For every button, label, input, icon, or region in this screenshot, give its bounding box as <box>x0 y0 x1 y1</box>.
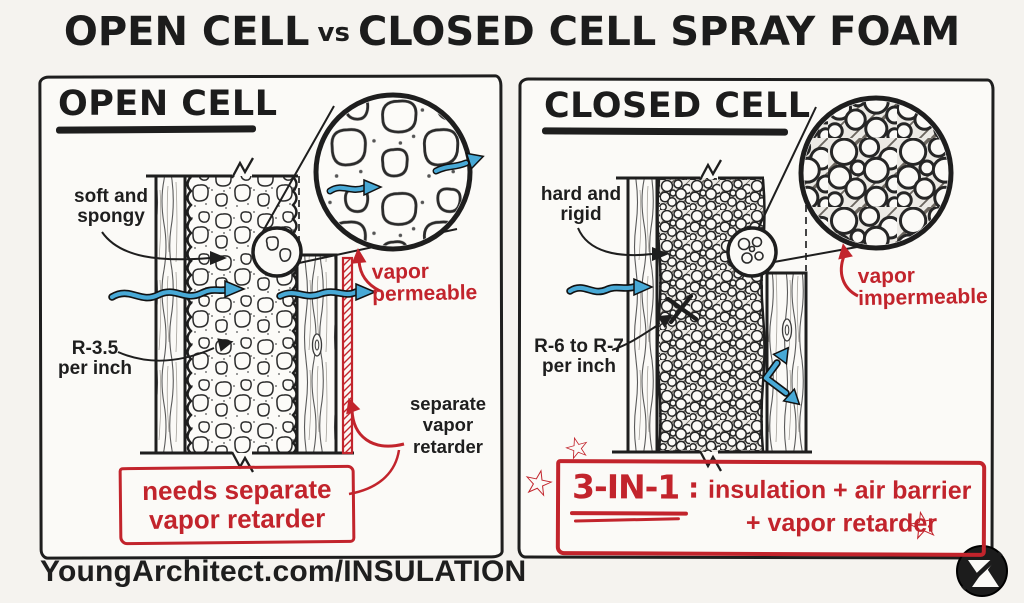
label-arrows-left <box>101 231 234 362</box>
r-value-label-left: R-3.5 per inch <box>58 338 132 380</box>
vapor-retarder-layer <box>341 256 354 455</box>
open-cell-wall <box>140 157 354 473</box>
open-cell-heading: OPEN CELL <box>58 84 278 124</box>
title-part1: OPEN CELL <box>63 9 310 55</box>
vapor-permeable-label: vapor permeable <box>371 259 478 307</box>
airflow-arrow-left-icon <box>108 279 377 302</box>
blocked-x-mark <box>665 293 699 325</box>
title-vs: vs <box>317 18 350 48</box>
airflow-arrow-right-icon <box>566 277 801 406</box>
heading-underline <box>541 127 789 136</box>
badge-underline <box>569 511 688 516</box>
closed-cell-heading: CLOSED CELL <box>544 86 811 126</box>
heading-underline <box>55 125 257 134</box>
red-annotations-right <box>838 243 859 298</box>
closed-cell-magnifier <box>726 95 954 278</box>
badge-underline <box>573 517 680 523</box>
wood-knot <box>781 318 793 342</box>
label-arrows-right <box>577 227 673 351</box>
footer-site-url: YoungArchitect.com/INSULATION <box>40 555 527 588</box>
airflow-through-cells-icon <box>326 152 485 197</box>
vapor-impermeable-label: vapor impermeable <box>857 264 988 311</box>
badge-colon: : <box>688 471 700 505</box>
open-cell-magnifier <box>251 92 485 278</box>
break-mark <box>230 451 254 473</box>
closed-cell-wall <box>612 159 812 472</box>
magnifier-source-circle <box>251 226 303 278</box>
red-annotations-left <box>346 248 405 496</box>
soft-spongy-label: soft and spongy <box>74 186 148 228</box>
left-stud <box>626 176 659 454</box>
hard-rigid-label: hard and rigid <box>540 184 622 226</box>
separate-retarder-note: separate vapor retarder <box>409 393 487 457</box>
three-in-one-badge: 3-IN-1 <box>572 467 680 507</box>
left-stud <box>154 174 187 455</box>
break-mark <box>230 157 254 179</box>
break-mark <box>698 450 722 472</box>
break-mark <box>698 159 722 181</box>
young-architect-logo-icon <box>956 545 1008 597</box>
r-value-label-right: R-6 to R-7 per inch <box>534 336 624 378</box>
wood-knot <box>311 333 323 357</box>
needs-retarder-callout: needs separate vapor retarder <box>118 464 356 546</box>
open-cell-foam <box>186 176 296 453</box>
title-part2: CLOSED CELL SPRAY FOAM <box>357 9 961 55</box>
